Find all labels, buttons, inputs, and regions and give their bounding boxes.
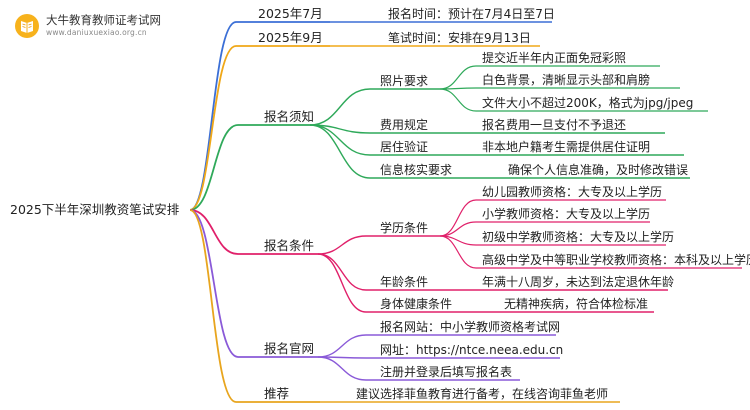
node-site-1: 报名网站：中小学教师资格考试网	[380, 320, 561, 334]
book-logo-icon	[15, 14, 39, 38]
node-health: 身体健康条件	[380, 297, 453, 311]
node-age: 年龄条件	[380, 275, 429, 289]
node-age-1: 年满十八周岁，未达到法定退休年龄	[482, 275, 675, 289]
branch-conditions	[189, 209, 318, 255]
node-photo-3: 文件大小不超过200K，格式为jpg/jpeg	[482, 96, 694, 110]
node-verify: 信息核实要求	[380, 163, 453, 177]
node-photo-2: 白色背景，清晰显示头部和肩膀	[482, 73, 651, 87]
node-recommend-1: 建议选择菲鱼教育进行备考，在线咨询菲鱼老师	[356, 387, 609, 401]
node-site: 报名官网	[264, 341, 315, 356]
node-fee-1: 报名费用一旦支付不予退还	[482, 118, 627, 132]
brand-title: 大牛教育教师证考试网	[46, 13, 161, 27]
node-edu-4: 高级中学及中等职业学校教师资格：本科及以上学历	[482, 253, 750, 267]
branch-sep	[189, 45, 330, 211]
node-site-2[interactable]: 网址：https://ntce.neea.edu.cn	[380, 343, 564, 357]
node-edu: 学历条件	[380, 221, 429, 235]
root-topic: 2025下半年深圳教资笔试安排	[10, 202, 180, 217]
node-residence: 居住验证	[380, 140, 429, 154]
node-fee: 费用规定	[380, 118, 429, 132]
node-residence-1: 非本地户籍考生需提供居住证明	[482, 140, 651, 154]
node-july-detail: 报名时间：预计在7月4日至7日	[388, 7, 555, 21]
node-sep-detail: 笔试时间：安排在9月13日	[388, 31, 531, 45]
node-health-1: 无精神疾病，符合体检标准	[504, 297, 649, 311]
node-site-3: 注册并登录后填写报名表	[380, 365, 513, 379]
node-edu-1: 幼儿园教师资格：大专及以上学历	[482, 185, 663, 199]
node-edu-2: 小学教师资格：大专及以上学历	[482, 207, 651, 221]
node-photo-1: 提交近半年内正面免冠彩照	[482, 51, 627, 65]
node-sep-date: 2025年9月	[258, 30, 323, 45]
node-july-date: 2025年7月	[258, 6, 323, 21]
node-notice: 报名须知	[264, 109, 315, 124]
node-verify-1: 确保个人信息准确，及时修改错误	[508, 163, 689, 177]
brand-url: www.daniuxuexiao.org.cn	[46, 28, 147, 37]
branch-recommend	[189, 209, 320, 403]
node-edu-3: 初级中学教师资格：大专及以上学历	[482, 230, 675, 244]
branch-notice	[189, 124, 310, 211]
node-recommend: 推荐	[264, 386, 290, 401]
branch-site	[189, 209, 318, 358]
node-conditions: 报名条件	[264, 238, 315, 253]
node-photo: 照片要求	[380, 74, 429, 88]
